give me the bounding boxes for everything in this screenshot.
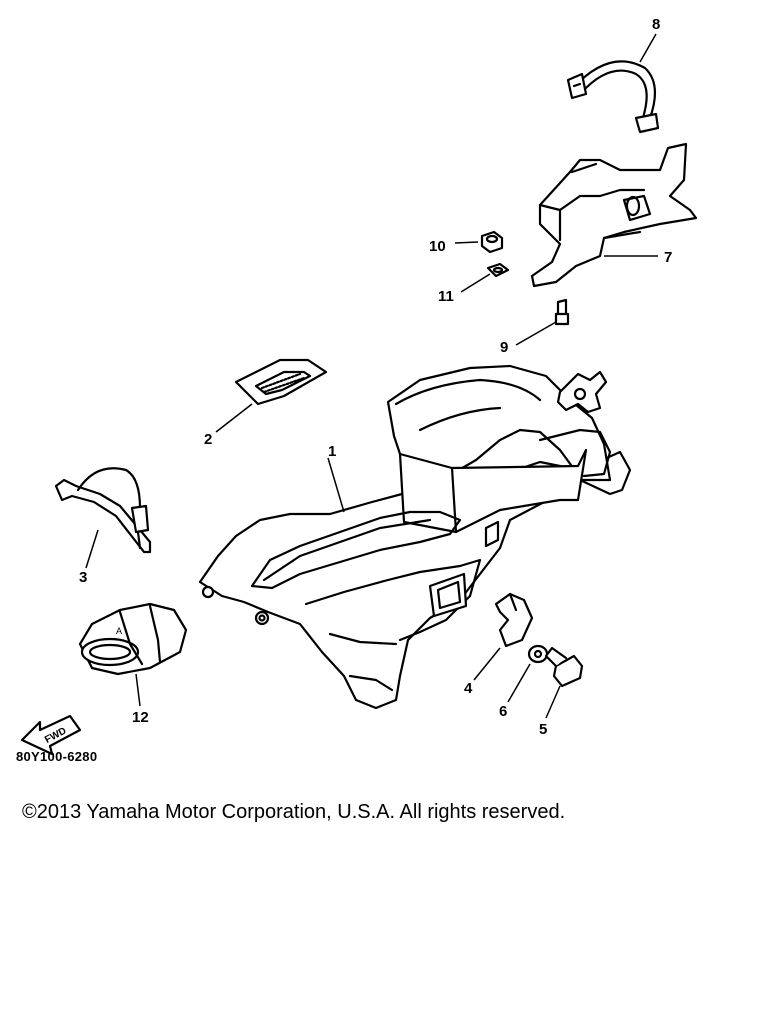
svg-text:A: A	[116, 626, 122, 636]
part-8-strap	[566, 60, 660, 134]
callout-10: 10	[429, 238, 446, 255]
part-2-label-plate	[234, 358, 328, 406]
callout-3: 3	[79, 569, 87, 586]
part-6-washer	[527, 644, 549, 664]
part-10-nut	[480, 230, 504, 254]
callout-11: 11	[438, 288, 454, 305]
part-5-bolt	[544, 646, 584, 688]
exploded-parts-diagram: A	[20, 16, 698, 756]
fwd-arrow-icon: FWD	[20, 714, 82, 756]
callout-8: 8	[652, 16, 660, 33]
diagram-code: 80Y100-6280	[16, 749, 98, 764]
part-4-clamp	[494, 592, 534, 648]
callout-4: 4	[464, 680, 473, 697]
leader-lines	[85, 33, 658, 719]
callout-5: 5	[539, 721, 547, 738]
part-3-cable-band	[54, 467, 152, 554]
part-12-connector: A	[78, 602, 188, 676]
callout-labels: 1 2 3 4 5 6 7 8 9 10 11 12	[79, 16, 672, 738]
callout-1: 1	[328, 443, 336, 460]
part-9-bolt	[554, 298, 570, 326]
part-1-housing	[198, 364, 632, 710]
copyright-notice: ©2013 Yamaha Motor Corporation, U.S.A. A…	[22, 801, 566, 823]
callout-12: 12	[132, 709, 149, 726]
callout-6: 6	[499, 703, 507, 720]
callout-7: 7	[664, 249, 672, 266]
part-11-washer	[486, 262, 510, 278]
callout-2: 2	[204, 431, 212, 448]
callout-9: 9	[500, 339, 508, 356]
part-7-bracket	[530, 142, 698, 288]
